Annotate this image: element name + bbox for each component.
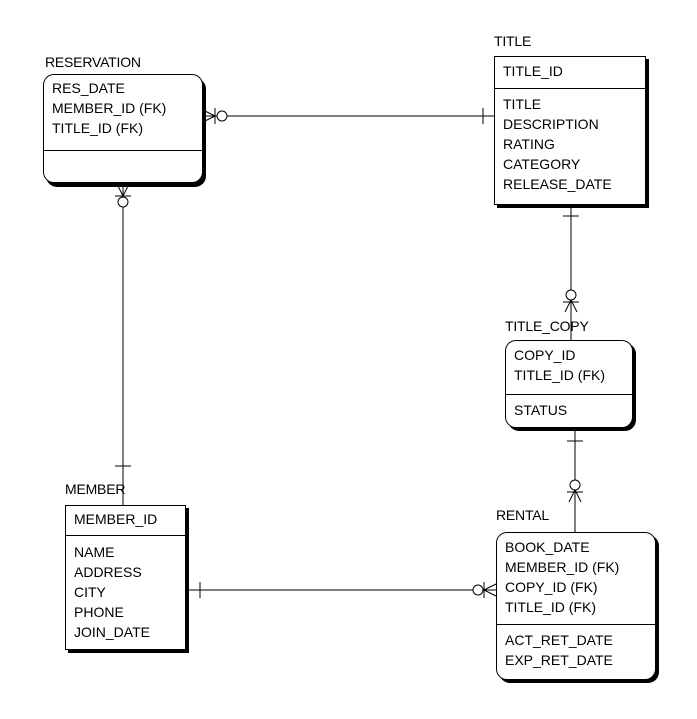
rental-key: TITLE_ID (FK) (505, 599, 597, 615)
rental-attribute-section: ACT_RET_DATE EXP_RET_DATE (497, 625, 655, 670)
zero-marker (569, 479, 581, 491)
member-attribute: CITY (74, 584, 106, 600)
zero-marker (472, 584, 484, 596)
rental-attribute: ACT_RET_DATE (505, 632, 613, 648)
rental-key: MEMBER_ID (FK) (505, 559, 620, 575)
member-attribute: NAME (74, 544, 115, 560)
title_copy-entity: COPY_ID TITLE_ID (FK) STATUS (505, 340, 633, 428)
rel-member-reservation (115, 183, 131, 505)
rel-title-reservation (202, 108, 494, 124)
rel-title_copy-rental (567, 428, 583, 532)
member-entity-name: MEMBER (65, 481, 126, 497)
member-key: MEMBER_ID (74, 511, 158, 527)
title_copy-key: TITLE_ID (FK) (514, 367, 606, 383)
rental-key: BOOK_DATE (505, 539, 590, 555)
reservation-attribute-section (44, 151, 202, 154)
reservation-key: RES_DATE (52, 80, 125, 96)
title-entity-name: TITLE (494, 33, 532, 49)
zero-marker (216, 110, 228, 122)
rental-attribute: EXP_RET_DATE (505, 652, 613, 668)
member-attribute: JOIN_DATE (74, 624, 150, 640)
title-key-section: TITLE_ID (495, 57, 645, 89)
title_copy-key-section: COPY_ID TITLE_ID (FK) (506, 341, 632, 395)
title-attribute: RELEASE_DATE (503, 176, 612, 192)
crowfoot-marker (483, 583, 497, 591)
rental-key: COPY_ID (FK) (505, 579, 598, 595)
member-attribute: ADDRESS (74, 564, 142, 580)
rental-entity-name: RENTAL (496, 507, 549, 523)
reservation-key: MEMBER_ID (FK) (52, 100, 167, 116)
member-key-section: MEMBER_ID (66, 506, 185, 536)
rel-title-title_copy (563, 206, 579, 341)
title-attribute-section: TITLE DESCRIPTION RATING CATEGORY RELEAS… (495, 89, 645, 194)
rental-key-section: BOOK_DATE MEMBER_ID (FK) COPY_ID (FK) TI… (497, 533, 655, 625)
member-attribute-section: NAME ADDRESS CITY PHONE JOIN_DATE (66, 536, 185, 642)
zero-marker (565, 289, 577, 301)
title-attribute: DESCRIPTION (503, 116, 599, 132)
reservation-key: TITLE_ID (FK) (52, 120, 144, 136)
title-attribute: CATEGORY (503, 156, 581, 172)
title_copy-key: COPY_ID (514, 347, 576, 363)
title-entity: TITLE_ID TITLE DESCRIPTION RATING CATEGO… (494, 56, 646, 205)
reservation-entity: RES_DATE MEMBER_ID (FK) TITLE_ID (FK) (43, 74, 203, 183)
rental-entity: BOOK_DATE MEMBER_ID (FK) COPY_ID (FK) TI… (496, 532, 656, 680)
member-entity: MEMBER_ID NAME ADDRESS CITY PHONE JOIN_D… (65, 505, 186, 650)
title-key: TITLE_ID (503, 63, 563, 79)
title-attribute: RATING (503, 136, 555, 152)
reservation-key-section: RES_DATE MEMBER_ID (FK) TITLE_ID (FK) (44, 75, 202, 151)
title_copy-attribute: STATUS (514, 402, 568, 418)
zero-marker (117, 196, 129, 208)
title_copy-entity-name: TITLE_COPY (505, 318, 589, 334)
member-attribute: PHONE (74, 604, 124, 620)
title-attribute: TITLE (503, 96, 542, 112)
rel-member-rental (188, 582, 497, 598)
title_copy-attribute-section: STATUS (506, 395, 632, 420)
reservation-entity-name: RESERVATION (45, 54, 141, 70)
